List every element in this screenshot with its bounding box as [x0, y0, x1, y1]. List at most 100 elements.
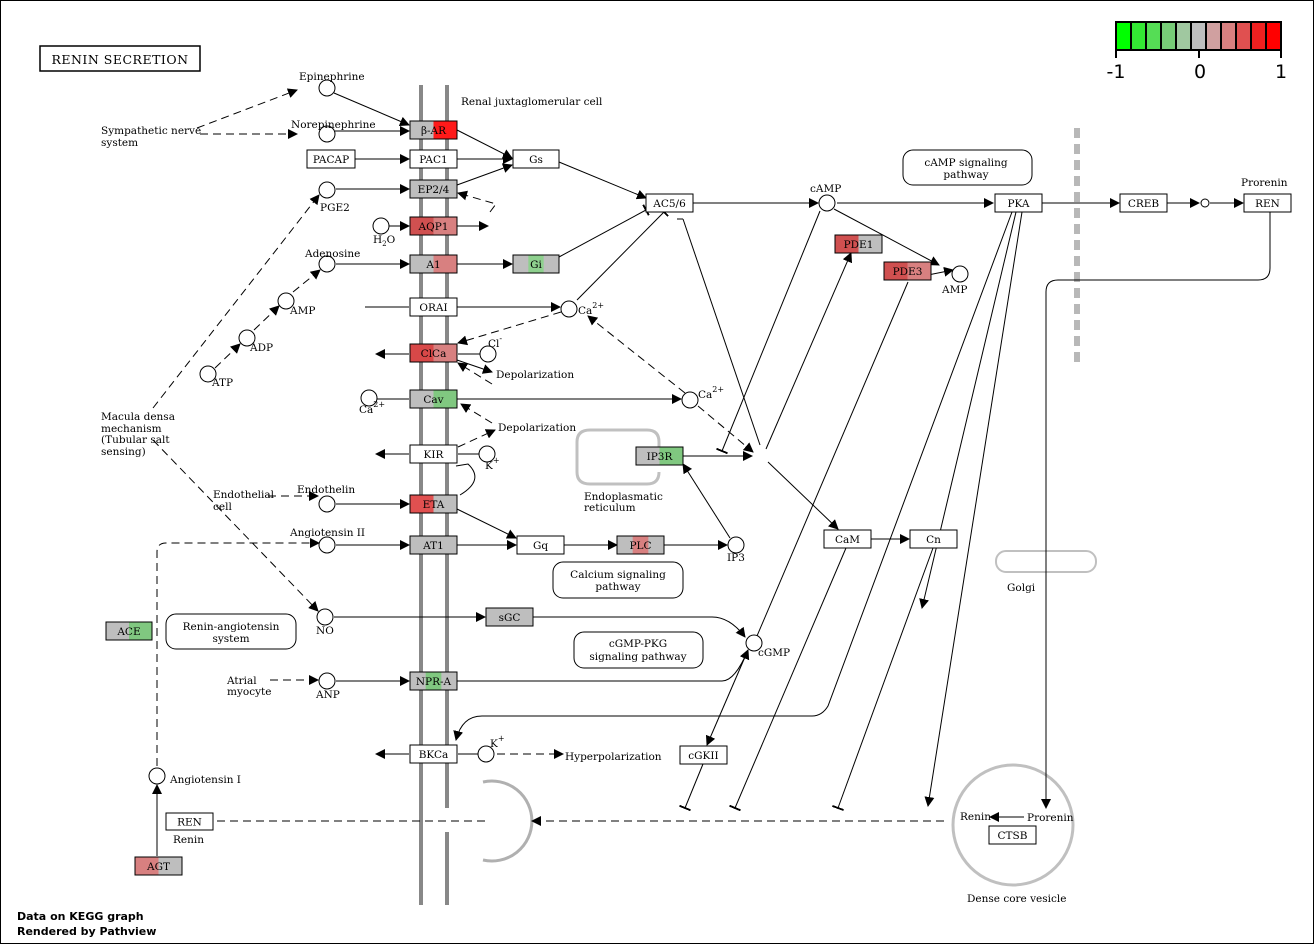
compound-label: PGE2 — [320, 202, 350, 214]
gene-cam[interactable]: CaM — [823, 529, 872, 549]
gene-ace[interactable]: ACE — [105, 621, 153, 641]
svg-text:signaling pathway: signaling pathway — [589, 651, 686, 663]
compound-camp[interactable]: cAMP — [810, 183, 841, 212]
compound-adp[interactable]: ADP — [238, 329, 273, 354]
compound-amp[interactable]: AMP — [277, 292, 315, 317]
svg-text:Dense core vesicle: Dense core vesicle — [967, 893, 1066, 905]
compound-pge2[interactable]: PGE2 — [318, 181, 350, 214]
diagram-title: RENIN SECRETION — [39, 45, 201, 72]
gene-label: EP2/4 — [418, 184, 450, 196]
gene-pac1[interactable]: PAC1 — [409, 149, 458, 169]
compound-h2o[interactable]: H2O — [372, 217, 396, 248]
svg-text:pathway: pathway — [943, 169, 988, 181]
gene-bkca[interactable]: BKCa — [409, 744, 458, 764]
gene-label: BKCa — [419, 749, 449, 761]
gene-ac5-6[interactable]: AC5/6 — [645, 193, 694, 213]
gene-cav[interactable]: Cav — [409, 389, 458, 409]
compound-label: Ca2+ — [698, 385, 724, 401]
svg-text:Hyperpolarization: Hyperpolarization — [565, 751, 662, 763]
gene-plc[interactable]: PLC — [616, 535, 665, 555]
gene-ren-extracellular[interactable]: REN — [165, 812, 214, 831]
gene-cn[interactable]: Cn — [909, 529, 958, 549]
gene-label: PDE1 — [844, 239, 874, 251]
gene-label: CTSB — [998, 830, 1028, 842]
gene-sgc[interactable]: sGC — [485, 607, 534, 627]
legend-min-label: -1 — [1107, 61, 1126, 83]
compound-label: Endothelin — [297, 484, 355, 496]
compound-ip3[interactable]: IP3 — [727, 536, 745, 564]
svg-text:Rendered by Pathview: Rendered by Pathview — [17, 925, 156, 938]
gene-clca[interactable]: ClCa — [409, 343, 458, 363]
endoplasmatic-reticulum-outline — [575, 428, 661, 486]
gene-label: ORAI — [419, 302, 447, 314]
gene-cgkii[interactable]: cGKII — [679, 745, 728, 765]
gene-a1[interactable]: A1 — [409, 254, 458, 274]
svg-text:Sympathetic nerve: Sympathetic nerve — [101, 125, 201, 137]
compound-cgmp[interactable]: cGMP — [745, 634, 790, 659]
gene-label: AC5/6 — [652, 198, 686, 210]
compound-label: AMP — [289, 305, 315, 317]
free-labels: Sympathetic nerve system Renal juxtaglom… — [101, 96, 1288, 905]
compound-adenosine[interactable]: Adenosine — [304, 248, 360, 273]
gene-aqp1[interactable]: AQP1 — [409, 216, 458, 236]
legend-color-cell — [1176, 22, 1192, 50]
compound-cl[interactable]: Cl- — [479, 334, 502, 363]
compound-amp-pde[interactable]: AMP — [941, 265, 969, 296]
svg-text:system: system — [212, 633, 249, 645]
gene-pde3[interactable]: PDE3 — [883, 261, 932, 281]
legend-color-cell — [1251, 22, 1267, 50]
pathway-link-camp[interactable]: cAMP signaling pathway — [902, 149, 1033, 186]
compound-ca-orai[interactable]: Ca2+ — [560, 300, 604, 318]
gene-pde1[interactable]: PDE1 — [834, 234, 883, 254]
gene-orai[interactable]: ORAI — [409, 297, 458, 317]
gene-ctsb[interactable]: CTSB — [988, 825, 1037, 845]
compound-anp[interactable]: ANP — [315, 672, 340, 701]
compound-endothelin[interactable]: Endothelin — [297, 484, 355, 513]
compound-atp[interactable]: ATP — [199, 365, 233, 389]
compound-norepinephrine[interactable]: Norepinephrine — [291, 119, 376, 143]
compound-k-bkca[interactable]: K+ — [477, 734, 505, 763]
svg-text:Endothelial: Endothelial — [213, 489, 275, 501]
gene-label: Gs — [529, 154, 543, 166]
gene-at1[interactable]: AT1 — [409, 535, 458, 555]
compound-k-kir[interactable]: K+ — [478, 445, 500, 472]
compound-epinephrine[interactable]: Epinephrine — [299, 71, 365, 97]
pathway-link-renin-angiotensin[interactable]: Renin-angiotensin system — [165, 613, 297, 650]
gene-ep2-4[interactable]: EP2/4 — [409, 179, 458, 199]
gene-beta-ar[interactable]: β-AR — [409, 120, 458, 140]
gene-kir[interactable]: KIR — [409, 444, 458, 464]
svg-text:RENIN SECRETION: RENIN SECRETION — [51, 52, 188, 67]
gene-label: PAC1 — [419, 154, 447, 166]
gene-ip3r[interactable]: IP3R — [635, 446, 684, 466]
compound-ca-extracellular[interactable]: Ca2+ — [359, 389, 385, 416]
svg-text:Renin: Renin — [173, 834, 204, 846]
compound-label: H2O — [373, 234, 396, 248]
svg-text:Prorenin: Prorenin — [1241, 177, 1288, 189]
compound-ca-cytosol[interactable]: Ca2+ — [681, 385, 724, 409]
compound-label: Angiotensin II — [289, 527, 365, 539]
gene-pacap[interactable]: PACAP — [306, 149, 356, 169]
gene-creb[interactable]: CREB — [1119, 193, 1168, 213]
gene-gi[interactable]: Gi — [512, 254, 560, 274]
gene-eta[interactable]: ETA — [409, 494, 458, 514]
svg-text:sensing): sensing) — [101, 446, 146, 458]
compound-label: ADP — [249, 342, 273, 354]
svg-text:Depolarization: Depolarization — [496, 369, 574, 381]
compound-angiotensin-i[interactable]: Angiotensin I — [148, 767, 241, 786]
compound-label: NO — [316, 625, 334, 637]
gene-agt[interactable]: AGT — [134, 856, 183, 876]
svg-text:Endoplasmatic: Endoplasmatic — [584, 491, 663, 503]
gene-label: Gq — [533, 540, 548, 552]
compound-angiotensin-ii[interactable]: Angiotensin II — [289, 527, 365, 554]
compound-no[interactable]: NO — [316, 608, 334, 637]
gene-label: AQP1 — [418, 221, 449, 233]
pathway-link-cgmp-pkg[interactable]: cGMP-PKG signaling pathway — [573, 631, 704, 669]
pathway-link-calcium[interactable]: Calcium signaling pathway — [552, 561, 684, 599]
gene-gs[interactable]: Gs — [512, 149, 560, 169]
gene-npr-a[interactable]: NPR-A — [409, 671, 458, 691]
gene-pka[interactable]: PKA — [994, 193, 1043, 213]
gene-ren-nucleus[interactable]: REN — [1243, 193, 1292, 213]
gene-gq[interactable]: Gq — [516, 535, 565, 555]
